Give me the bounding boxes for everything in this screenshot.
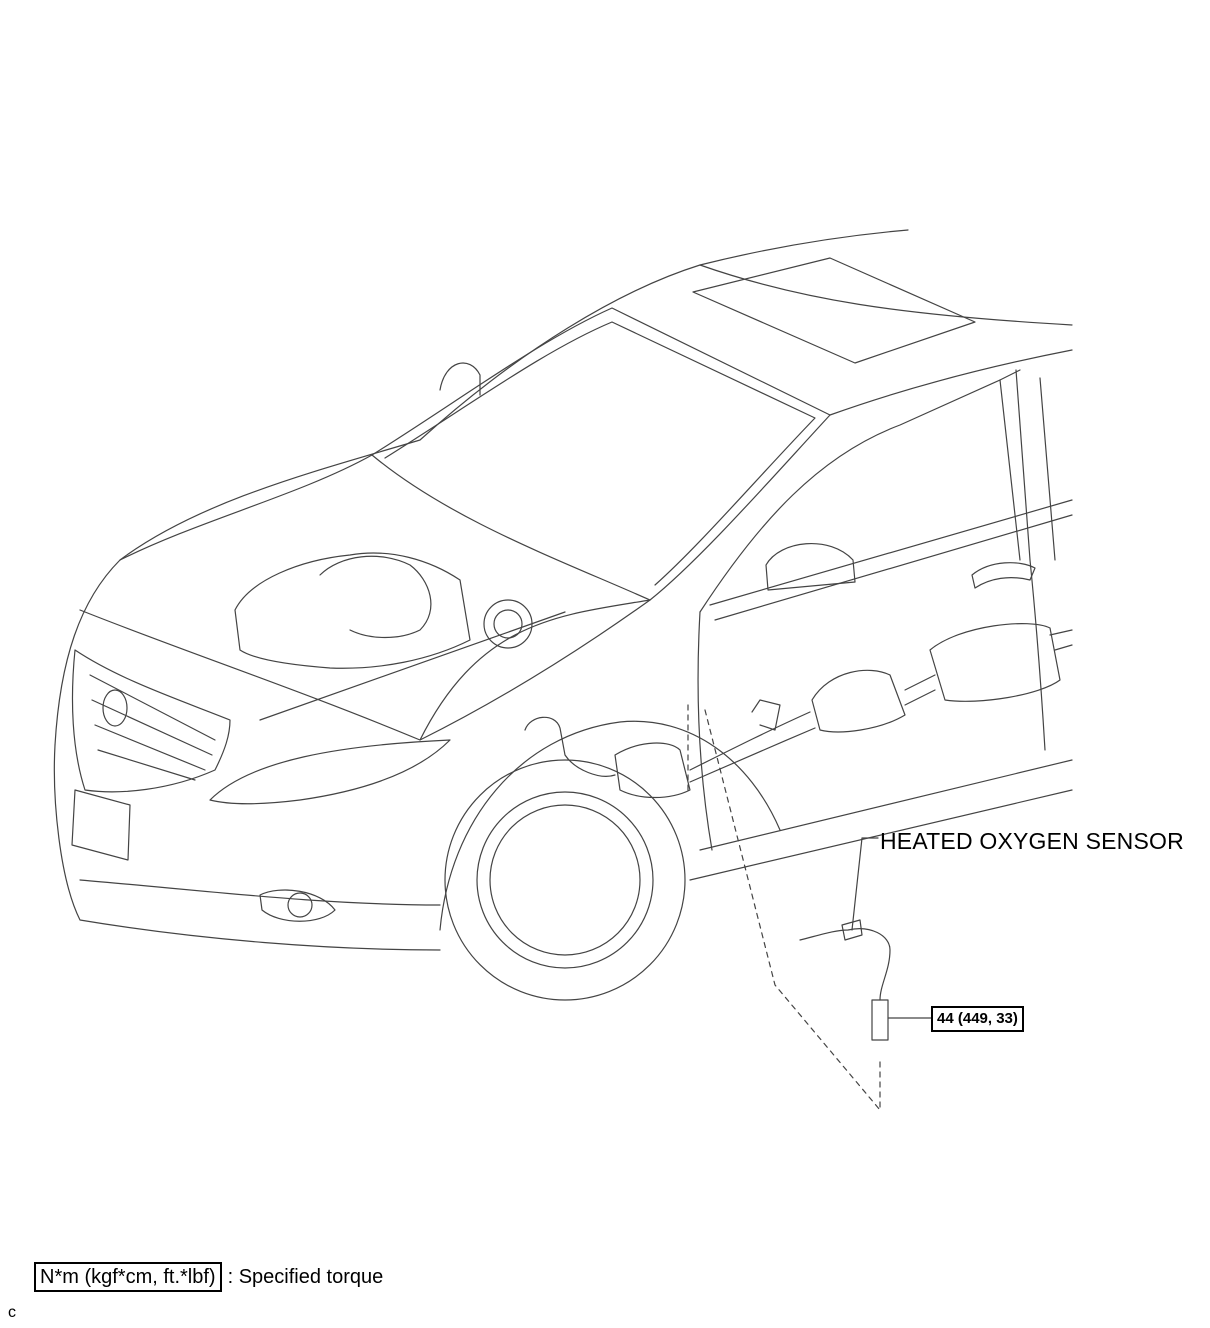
exhaust-manifold <box>524 716 616 777</box>
tire-inner <box>476 791 654 969</box>
bracket <box>751 699 781 731</box>
fog-light <box>259 889 336 922</box>
figure-code: c <box>8 1304 16 1321</box>
sensor-body <box>871 999 889 1041</box>
hood-crease <box>79 599 651 741</box>
muffler <box>929 623 1061 702</box>
windshield-inner <box>384 321 816 586</box>
door-handle <box>971 562 1036 589</box>
wiper-bump <box>439 362 481 396</box>
torque-callout: 44 (449, 33) <box>931 1006 1024 1032</box>
legend: N*m (kgf*cm, ft.*lbf) : Specified torque <box>34 1262 383 1292</box>
legend-unit-box: N*m (kgf*cm, ft.*lbf) <box>34 1262 222 1292</box>
roof-rear-line <box>699 264 1073 326</box>
fog-lamp <box>287 892 313 918</box>
front-pipe <box>689 711 816 783</box>
bumper-lower <box>79 879 441 906</box>
headlight <box>209 739 451 805</box>
mid-cat <box>811 669 906 733</box>
license-plate <box>71 789 131 861</box>
sensor-connector <box>841 919 863 941</box>
emblem <box>102 689 128 727</box>
sensor-location-dashed <box>687 704 881 1111</box>
mid-pipe <box>904 674 936 706</box>
mirror <box>765 542 856 591</box>
hood-front <box>54 454 373 746</box>
side-window-frame <box>999 369 1056 561</box>
windshield-outer <box>371 307 831 601</box>
engine-intake <box>319 555 432 639</box>
grille-bars <box>89 674 216 781</box>
throttle-body-inner <box>493 609 523 639</box>
beltline <box>709 499 1073 621</box>
grille-outer <box>71 649 231 793</box>
legend-description: : Specified torque <box>227 1265 384 1288</box>
tire-outer <box>444 759 686 1001</box>
sensor-callout-line <box>851 837 879 931</box>
sunroof <box>692 257 976 364</box>
wheel-arch <box>439 720 781 931</box>
side-window-top <box>699 369 1021 613</box>
front-cat <box>614 742 691 799</box>
sensor-label: HEATED OXYGEN SENSOR <box>880 828 1184 854</box>
door-rear-edge <box>1029 559 1046 751</box>
hood-rear <box>419 599 651 741</box>
throttle-body <box>483 599 533 649</box>
sensor-wire <box>799 928 891 1001</box>
tail-pipe <box>1049 629 1073 651</box>
tire-rim <box>489 804 641 956</box>
engine-block <box>234 552 471 669</box>
rocker <box>689 759 1073 881</box>
hood-line <box>259 611 566 721</box>
bumper-outer <box>53 744 441 951</box>
a-pillar <box>829 349 1073 416</box>
